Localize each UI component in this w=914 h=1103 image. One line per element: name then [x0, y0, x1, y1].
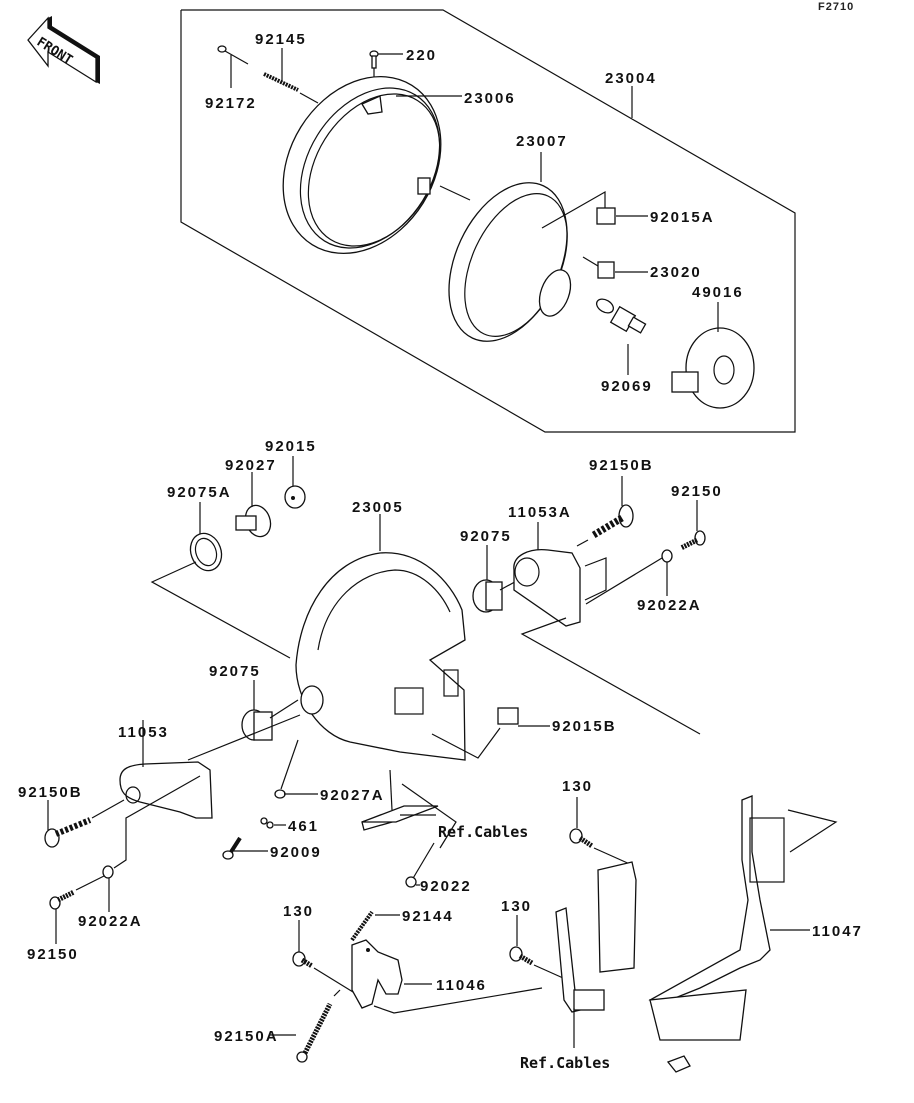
- label-11047: 11047: [812, 923, 863, 940]
- part-92150-bolt-left: [49, 875, 105, 944]
- part-92022A-washer-left: [102, 775, 201, 912]
- label-92022: 92022: [420, 878, 472, 895]
- label-49016: 49016: [692, 284, 744, 301]
- label-92172: 92172: [205, 95, 257, 112]
- part-130-bolt-c: [509, 915, 573, 983]
- part-11046-bracket: [351, 939, 543, 1014]
- part-92069-bulb: [595, 298, 647, 375]
- part-92009-screw: [222, 836, 268, 860]
- label-130-b: 130: [562, 778, 593, 795]
- label-23020: 23020: [650, 264, 702, 281]
- label-92150-right: 92150: [671, 483, 723, 500]
- label-23004: 23004: [605, 70, 657, 87]
- part-92015B-nut: [431, 707, 550, 759]
- label-130-c: 130: [501, 898, 532, 915]
- label-130-a: 130: [283, 903, 314, 920]
- part-92075-bushing-left: [241, 680, 299, 741]
- label-92150B-left: 92150B: [18, 784, 83, 801]
- label-92015A: 92015A: [650, 209, 715, 226]
- label-11046: 11046: [436, 977, 487, 994]
- part-92144-spring: [350, 910, 400, 942]
- part-23020: [582, 256, 648, 279]
- label-92150A: 92150A: [214, 1028, 279, 1045]
- label-92022A-left: 92022A: [78, 913, 143, 930]
- front-arrow-icon: FRONT: [27, 16, 100, 84]
- part-49016-boot: [671, 302, 755, 409]
- label-92009: 92009: [270, 844, 322, 861]
- label-92015B: 92015B: [552, 718, 617, 735]
- part-11047-headlight-stay: [555, 795, 838, 1073]
- part-92172-screw: [217, 45, 249, 88]
- label-11053A: 11053A: [508, 504, 572, 521]
- label-220: 220: [406, 47, 437, 64]
- part-92022-nut: [405, 876, 420, 888]
- label-92145: 92145: [255, 31, 307, 48]
- part-92150B-bolt-right: [576, 476, 634, 547]
- part-23005-headlight-housing: [295, 514, 466, 761]
- ref-cables-label-1[interactable]: Ref.Cables: [438, 823, 528, 841]
- part-92027-collar: [235, 472, 272, 538]
- label-92144: 92144: [402, 908, 454, 925]
- ref-cables-strip-1: [361, 769, 457, 881]
- label-461: 461: [288, 818, 319, 835]
- part-92027A-screw: [274, 739, 318, 799]
- label-92075-left: 92075: [209, 663, 261, 680]
- part-23007-reflector: [448, 152, 606, 342]
- part-92015-nut: [284, 456, 306, 509]
- ref-cables-label-2[interactable]: Ref.Cables: [520, 1054, 610, 1072]
- part-92075-bushing-right: [472, 545, 523, 613]
- part-130-bolt-b: [569, 797, 633, 866]
- figure-id: F2710: [818, 1, 854, 13]
- label-92069: 92069: [601, 378, 653, 395]
- label-92150B-right: 92150B: [589, 457, 654, 474]
- label-92150-left: 92150: [27, 946, 79, 963]
- label-92022A-right: 92022A: [637, 597, 702, 614]
- part-461-clip: [260, 817, 286, 829]
- label-92075-right: 92075: [460, 528, 512, 545]
- label-23006: 23006: [464, 90, 516, 107]
- label-11053: 11053: [118, 724, 169, 741]
- part-11053-bracket: [119, 714, 301, 819]
- label-92075A: 92075A: [167, 484, 232, 501]
- part-23006-headlight-rim: [282, 75, 471, 255]
- label-92015: 92015: [265, 438, 317, 455]
- part-92150A-bolt: [270, 989, 341, 1063]
- label-92027A: 92027A: [320, 787, 385, 804]
- label-92027: 92027: [225, 457, 277, 474]
- part-92075A-ring: [150, 502, 291, 659]
- assembly-frame-23004: [180, 9, 796, 433]
- part-92022A-washer-right: [585, 549, 673, 605]
- label-23007: 23007: [516, 133, 568, 150]
- part-92015A-nut: [596, 207, 648, 225]
- part-11053A-bracket: [513, 522, 701, 735]
- label-23005: 23005: [352, 499, 404, 516]
- part-92150-bolt-right: [679, 500, 706, 551]
- part-92150B-bolt-left: [44, 799, 125, 848]
- part-92145-spring: [263, 48, 319, 104]
